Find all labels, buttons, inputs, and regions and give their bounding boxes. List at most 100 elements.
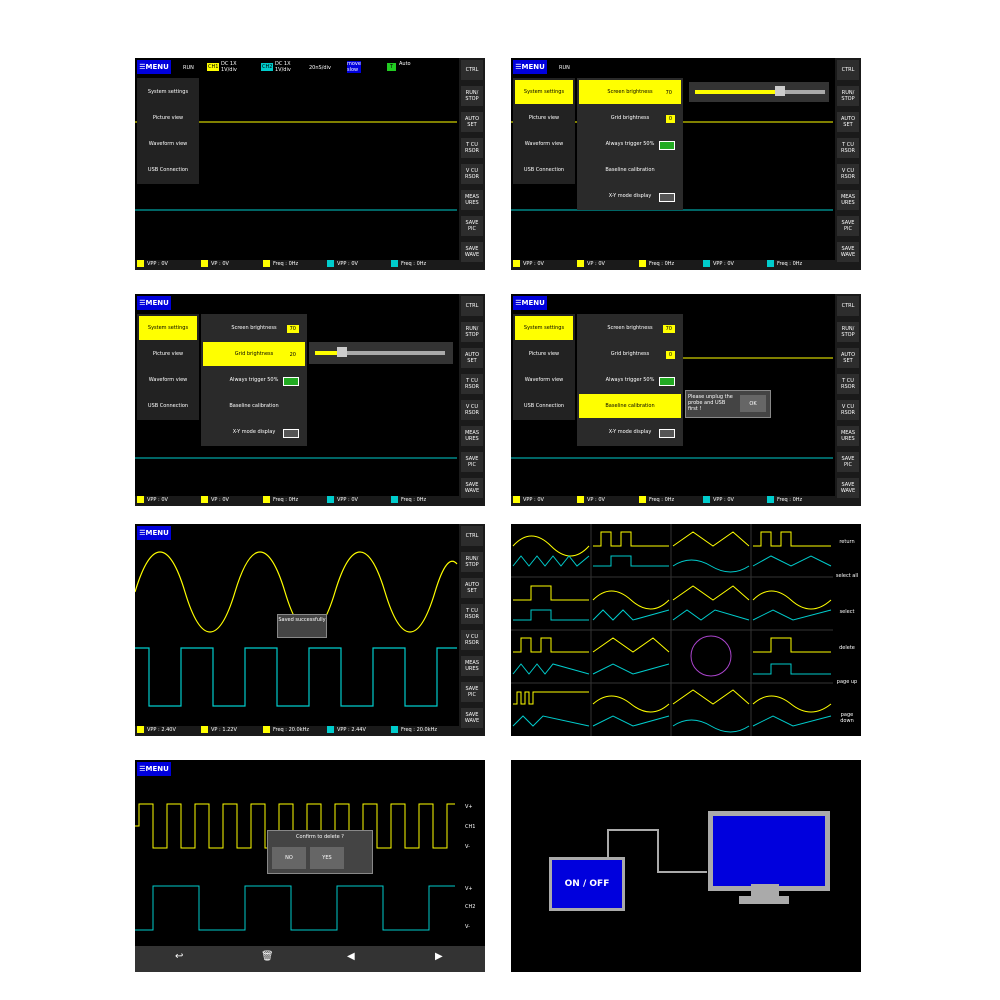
save-wave-button[interactable]: SAVE WAVE xyxy=(837,478,859,498)
measures-button[interactable]: MEAS URES xyxy=(461,656,483,676)
menu-item-waveform-view[interactable]: Waveform view xyxy=(148,377,188,383)
ch2-vplus-label[interactable]: V+ xyxy=(465,886,473,892)
save-pic-button[interactable]: SAVE PIC xyxy=(461,216,483,236)
menu-item-system-settings[interactable]: System settings xyxy=(515,80,573,104)
ch1-label[interactable]: CH1 xyxy=(465,824,476,830)
measures-button[interactable]: MEAS URES xyxy=(837,190,859,210)
save-wave-button[interactable]: SAVE WAVE xyxy=(461,478,483,498)
auto-set-button[interactable]: AUTO SET xyxy=(461,112,483,132)
prev-icon[interactable]: ◀ xyxy=(347,951,355,962)
measures-button[interactable]: MEAS URES xyxy=(461,190,483,210)
select-button[interactable]: select xyxy=(839,609,855,615)
return-button[interactable]: return xyxy=(839,539,855,545)
ch2-label[interactable]: CH2 xyxy=(465,904,476,910)
menu-button[interactable]: ☰ MENU xyxy=(137,296,171,310)
save-wave-button[interactable]: SAVE WAVE xyxy=(461,708,483,728)
next-icon[interactable]: ▶ xyxy=(435,951,443,962)
save-wave-button[interactable]: SAVE WAVE xyxy=(837,242,859,262)
always-trigger-item[interactable]: Always trigger 50% xyxy=(203,368,305,392)
ch2-vminus-label[interactable]: V- xyxy=(465,924,470,930)
save-pic-button[interactable]: SAVE PIC xyxy=(837,216,859,236)
baseline-calibration-item[interactable]: Baseline calibration xyxy=(605,167,655,173)
run-stop-button[interactable]: RUN/ STOP xyxy=(461,322,483,342)
delete-button[interactable]: delete xyxy=(839,645,855,651)
ch1-badge[interactable]: CH1 xyxy=(207,63,220,71)
menu-item-usb-connection[interactable]: USB Connection xyxy=(147,403,189,409)
measures-button[interactable]: MEAS URES xyxy=(461,426,483,446)
v-cursor-button[interactable]: V CU RSOR xyxy=(461,400,483,420)
menu-item-usb-connection[interactable]: USB Connection xyxy=(523,167,565,173)
menu-item-picture-view[interactable]: Picture view xyxy=(528,351,560,357)
menu-item-picture-view[interactable]: Picture view xyxy=(528,115,560,121)
menu-item-system-settings[interactable]: System settings xyxy=(147,89,189,95)
page-up-button[interactable]: page up xyxy=(836,679,858,685)
xy-mode-item[interactable]: X-Y mode display xyxy=(579,184,681,208)
menu-item-system-settings[interactable]: System settings xyxy=(515,316,573,340)
t-cursor-button[interactable]: T CU RSOR xyxy=(461,374,483,394)
save-pic-button[interactable]: SAVE PIC xyxy=(461,452,483,472)
ch2-badge[interactable]: CH2 xyxy=(261,63,274,71)
auto-set-button[interactable]: AUTO SET xyxy=(461,348,483,368)
menu-item-usb-connection[interactable]: USB Connection xyxy=(147,167,189,173)
menu-item-waveform-view[interactable]: Waveform view xyxy=(148,141,188,147)
on-off-switch[interactable]: ON / OFF xyxy=(549,857,625,911)
ctrl-button[interactable]: CTRL xyxy=(461,296,483,316)
menu-button[interactable]: ☰ MENU xyxy=(137,60,171,74)
v-cursor-button[interactable]: V CU RSOR xyxy=(837,164,859,184)
ctrl-button[interactable]: CTRL xyxy=(837,296,859,316)
save-wave-button[interactable]: SAVE WAVE xyxy=(461,242,483,262)
back-icon[interactable]: ↩ xyxy=(175,951,184,962)
menu-button[interactable]: ☰ MENU xyxy=(513,296,547,310)
auto-set-button[interactable]: AUTO SET xyxy=(461,578,483,598)
run-stop-button[interactable]: RUN/ STOP xyxy=(837,86,859,106)
thumbnail-grid[interactable] xyxy=(511,524,833,736)
select-all-button[interactable]: select all xyxy=(835,573,859,579)
auto-set-button[interactable]: AUTO SET xyxy=(837,348,859,368)
menu-item-system-settings[interactable]: System settings xyxy=(139,316,197,340)
menu-item-picture-view[interactable]: Picture view xyxy=(152,351,184,357)
yes-button[interactable]: YES xyxy=(310,847,344,869)
xy-mode-item[interactable]: X-Y mode display xyxy=(203,420,305,444)
always-trigger-item[interactable]: Always trigger 50% xyxy=(579,132,681,156)
baseline-calibration-item[interactable]: Baseline calibration xyxy=(229,403,279,409)
ctrl-button[interactable]: CTRL xyxy=(837,60,859,80)
ctrl-button[interactable]: CTRL xyxy=(461,60,483,80)
run-stop-button[interactable]: RUN/ STOP xyxy=(461,552,483,572)
t-cursor-button[interactable]: T CU RSOR xyxy=(837,138,859,158)
run-stop-button[interactable]: RUN/ STOP xyxy=(461,86,483,106)
v-cursor-button[interactable]: V CU RSOR xyxy=(837,400,859,420)
ch1-vplus-label[interactable]: V+ xyxy=(465,804,473,810)
menu-button[interactable]: ☰ MENU xyxy=(137,762,171,776)
t-cursor-button[interactable]: T CU RSOR xyxy=(461,138,483,158)
always-trigger-item[interactable]: Always trigger 50% xyxy=(579,368,681,392)
v-cursor-button[interactable]: V CU RSOR xyxy=(461,164,483,184)
run-stop-button[interactable]: RUN/ STOP xyxy=(837,322,859,342)
save-pic-button[interactable]: SAVE PIC xyxy=(837,452,859,472)
t-cursor-button[interactable]: T CU RSOR xyxy=(461,604,483,624)
ctrl-button[interactable]: CTRL xyxy=(461,526,483,546)
v-cursor-button[interactable]: V CU RSOR xyxy=(461,630,483,650)
no-button[interactable]: NO xyxy=(272,847,306,869)
xy-mode-item[interactable]: X-Y mode display xyxy=(579,420,681,444)
menu-item-picture-view[interactable]: Picture view xyxy=(152,115,184,121)
ch1-vminus-label[interactable]: V- xyxy=(465,844,470,850)
measures-button[interactable]: MEAS URES xyxy=(837,426,859,446)
baseline-calibration-item[interactable]: Baseline calibration xyxy=(579,394,681,418)
menu-item-usb-connection[interactable]: USB Connection xyxy=(523,403,565,409)
trash-icon[interactable]: 🗑 xyxy=(261,951,274,962)
ok-button[interactable]: OK xyxy=(740,395,766,412)
menu-item-waveform-view[interactable]: Waveform view xyxy=(524,377,564,383)
menu-item-waveform-view[interactable]: Waveform view xyxy=(524,141,564,147)
t-cursor-button[interactable]: T CU RSOR xyxy=(837,374,859,394)
save-pic-button[interactable]: SAVE PIC xyxy=(461,682,483,702)
page-down-button[interactable]: page down xyxy=(840,712,854,724)
auto-set-button[interactable]: AUTO SET xyxy=(837,112,859,132)
menu-button[interactable]: ☰ MENU xyxy=(513,60,547,74)
